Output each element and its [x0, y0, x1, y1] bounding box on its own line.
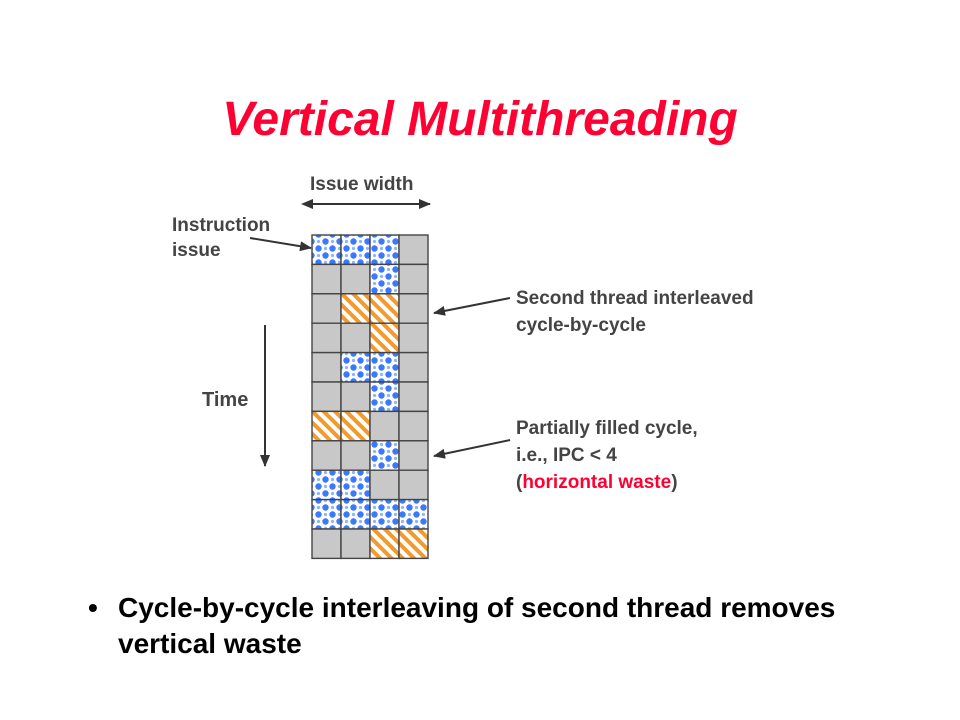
horizontal-waste-highlight: horizontal waste	[522, 472, 671, 493]
issue-slot-empty-r3-c3	[398, 322, 429, 354]
issue-slot-empty-r8-c2	[369, 469, 400, 501]
issue-slot-empty-r3-c0	[311, 322, 342, 354]
issue-slot-empty-r2-c0	[311, 293, 342, 324]
second-thread-label-line1: Second thread interleaved	[516, 288, 754, 309]
paren-open: (	[516, 472, 523, 493]
issue-slot-blue-r9-c3	[398, 498, 429, 530]
issue-slot-empty-r4-c3	[398, 351, 429, 383]
issue-slot-blue-r8-c1	[340, 469, 371, 501]
time-label: Time	[202, 389, 248, 411]
partial-cycle-label-line1: Partially filled cycle,	[516, 418, 698, 439]
issue-slot-blue-r0-c0	[311, 234, 342, 266]
partial-cycle-label-line2: i.e., IPC < 4	[516, 445, 617, 466]
issue-slot-blue-r4-c2	[369, 351, 400, 383]
issue-slot-blue-r4-c1	[340, 351, 371, 383]
issue-slot-empty-r6-c2	[369, 410, 400, 442]
issue-slot-blue-r9-c0	[311, 498, 342, 530]
issue-slot-blue-r9-c2	[369, 498, 400, 530]
issue-slot-orange-r2-c2	[369, 293, 400, 324]
issue-slot-empty-r7-c0	[311, 440, 342, 471]
issue-slot-blue-r0-c1	[340, 234, 371, 266]
issue-slot-grid	[311, 234, 429, 560]
partial-cycle-arrow	[433, 439, 511, 459]
issue-slot-empty-r10-c0	[311, 528, 342, 560]
issue-slot-blue-r7-c2	[369, 440, 400, 471]
issue-width-label: Issue width	[310, 174, 413, 195]
issue-slot-empty-r4-c0	[311, 351, 342, 383]
slide-title: Vertical Multithreading	[222, 93, 738, 146]
issue-slot-empty-r5-c0	[311, 381, 342, 413]
issue-slot-empty-r0-c3	[398, 234, 429, 266]
issue-slot-empty-r2-c3	[398, 293, 429, 324]
second-thread-label-line2: cycle-by-cycle	[516, 315, 646, 336]
issue-slot-blue-r1-c2	[369, 263, 400, 295]
issue-slot-orange-r10-c3	[398, 528, 429, 560]
issue-slot-empty-r6-c3	[398, 410, 429, 442]
issue-slot-orange-r2-c1	[340, 293, 371, 324]
issue-slot-empty-r10-c1	[340, 528, 371, 560]
second-thread-arrow	[433, 297, 511, 316]
issue-slot-empty-r1-c0	[311, 263, 342, 295]
instruction-issue-label-line1: Instruction	[172, 215, 270, 236]
issue-slot-empty-r3-c1	[340, 322, 371, 354]
issue-slot-blue-r8-c0	[311, 469, 342, 501]
issue-slot-orange-r3-c2	[369, 322, 400, 354]
bullet-text: Cycle-by-cycle interleaving of second th…	[118, 592, 836, 659]
paren-close: )	[671, 472, 677, 493]
issue-slot-orange-r6-c1	[340, 410, 371, 442]
issue-slot-blue-r0-c2	[369, 234, 400, 266]
issue-slot-blue-r5-c2	[369, 381, 400, 413]
issue-slot-orange-r6-c0	[311, 410, 342, 442]
issue-slot-empty-r7-c3	[398, 440, 429, 471]
issue-slot-empty-r5-c1	[340, 381, 371, 413]
instruction-issue-arrow	[249, 237, 312, 252]
issue-slot-empty-r8-c3	[398, 469, 429, 501]
issue-slot-blue-r9-c1	[340, 498, 371, 530]
instruction-issue-label-line2: issue	[172, 240, 221, 261]
issue-slot-orange-r10-c2	[369, 528, 400, 560]
issue-slot-empty-r1-c1	[340, 263, 371, 295]
issue-slot-empty-r5-c3	[398, 381, 429, 413]
issue-slot-empty-r7-c1	[340, 440, 371, 471]
issue-slot-empty-r1-c3	[398, 263, 429, 295]
bullet-marker: •	[88, 592, 98, 623]
partial-cycle-label-line3: (horizontal waste)	[516, 472, 678, 493]
